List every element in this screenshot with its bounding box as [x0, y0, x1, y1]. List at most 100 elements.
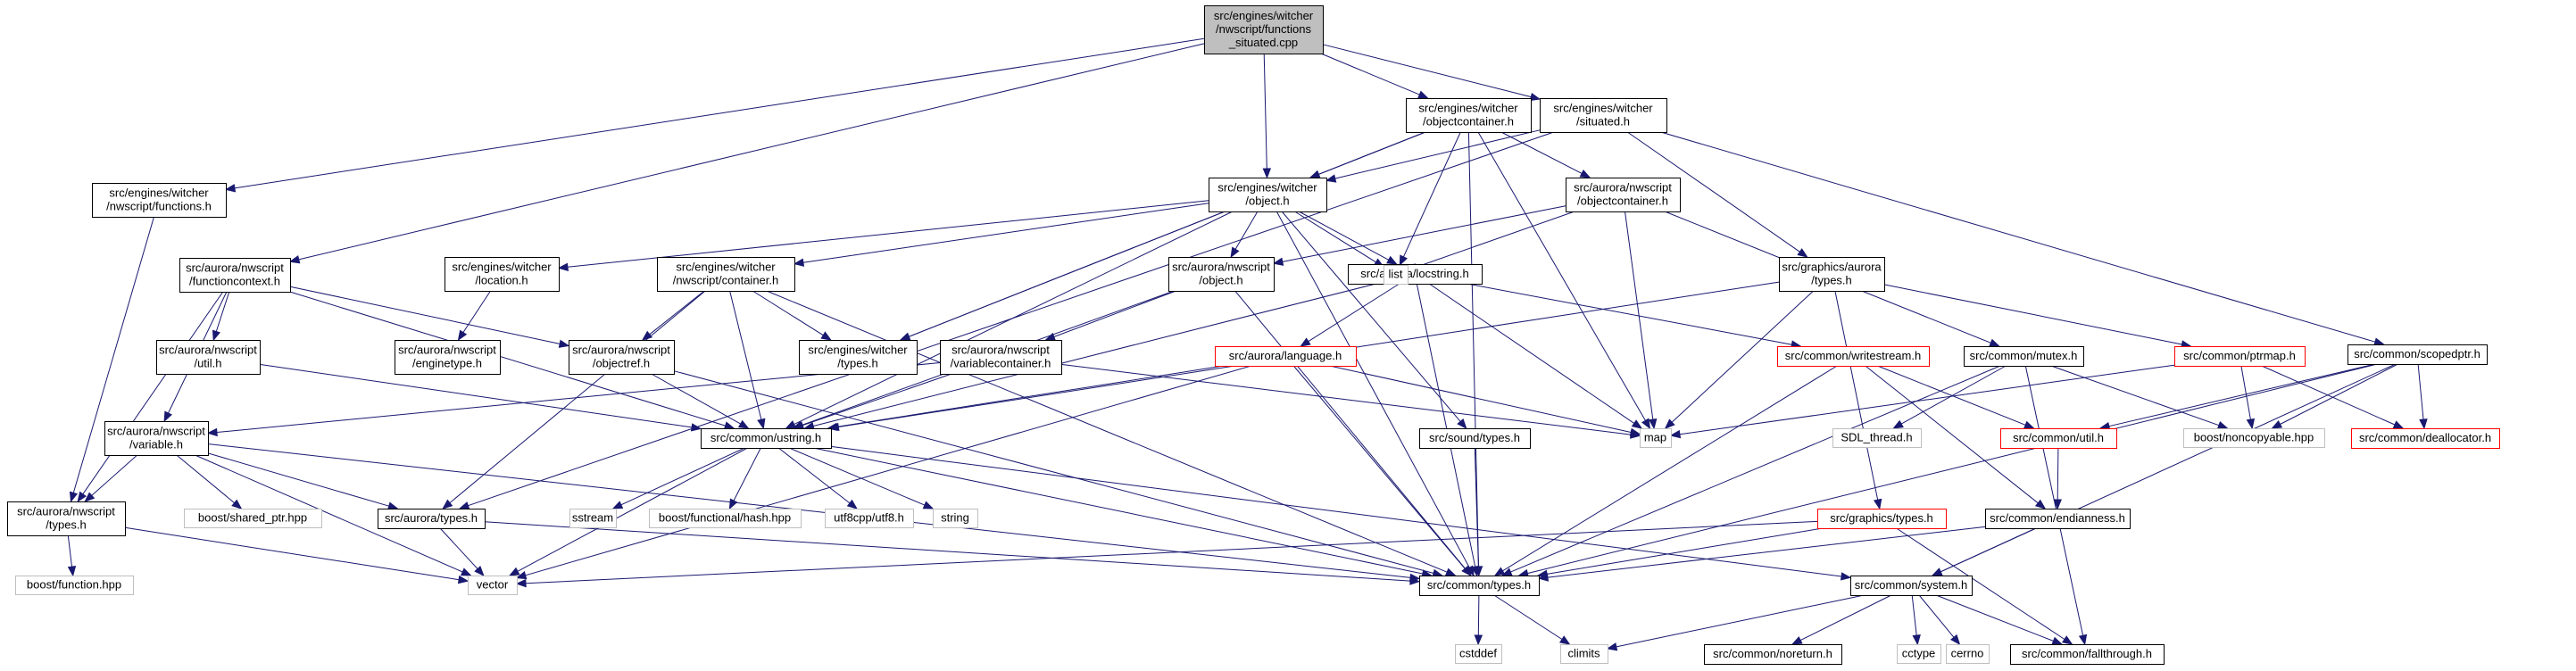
node-label: src/common/mutex.h [1970, 349, 2078, 362]
node-functioncontext[interactable]: src/aurora/nwscript/functioncontext.h [179, 258, 291, 293]
node-variable[interactable]: src/aurora/nwscript/variable.h [104, 421, 209, 456]
node-writestream[interactable]: src/common/writestream.h [1777, 346, 1930, 367]
node-soundtypes[interactable]: src/sound/types.h [1419, 428, 1531, 449]
node-scopedptr[interactable]: src/common/scopedptr.h [2347, 344, 2488, 365]
node-label: /objectcontainer.h [1577, 195, 1668, 208]
node-label: src/aurora/nwscript [398, 344, 496, 357]
node-label: src/common/util.h [2013, 431, 2104, 444]
node-ptrmap[interactable]: src/common/ptrmap.h [2174, 346, 2306, 367]
edge-locstring-to-map [1428, 283, 1643, 429]
node-label: src/engines/witcher [1217, 181, 1317, 195]
node-ustring[interactable]: src/common/ustring.h [701, 428, 832, 449]
node-situated[interactable]: src/engines/witcher/situated.h [1540, 98, 1667, 133]
node-nwobjectcontainer[interactable]: src/aurora/nwscript/objectcontainer.h [1566, 178, 1681, 212]
node-label: src/engines/witcher [109, 186, 209, 200]
node-label: /location.h [475, 274, 528, 287]
node-nwobject[interactable]: src/aurora/nwscript/object.h [1168, 257, 1275, 292]
node-label: map [1644, 431, 1666, 444]
node-box [1204, 5, 1324, 54]
node-noreturn[interactable]: src/common/noreturn.h [1704, 644, 1842, 665]
node-label: /enginetype.h [412, 357, 482, 370]
node-sstream: sstream [569, 509, 617, 528]
edge-util-to-endianness [2053, 447, 2062, 510]
node-label: /objectref.h [593, 357, 650, 370]
edge-varcontainer-to-map [1060, 363, 1641, 439]
node-label: list [1389, 268, 1403, 281]
node-box [156, 340, 261, 375]
node-gatypes[interactable]: src/graphics/aurora/types.h [1779, 257, 1885, 292]
node-util[interactable]: src/common/util.h [2000, 428, 2117, 449]
node-nwutil[interactable]: src/aurora/nwscript/util.h [156, 340, 261, 375]
node-label: boost/functional/hash.hpp [659, 511, 791, 525]
edge-object-to-nwobject [1230, 211, 1259, 259]
node-nwtypes[interactable]: src/aurora/nwscript/types.h [7, 501, 126, 536]
node-objectcontainer[interactable]: src/engines/witcher/objectcontainer.h [1406, 98, 1532, 133]
node-system[interactable]: src/common/system.h [1850, 576, 1973, 596]
node-label: sstream [572, 511, 613, 525]
edge-writestream-to-endianness [1865, 365, 2047, 509]
node-box [1209, 178, 1327, 212]
node-label: /situated.h [1576, 115, 1630, 128]
edge-ptrmap-to-noncopyable [2240, 365, 2256, 430]
edge-ustring-to-vector [508, 447, 748, 576]
node-enginetype[interactable]: src/aurora/nwscript/enginetype.h [395, 340, 501, 375]
node-box [701, 428, 832, 449]
edge-situated-to-auroratypes [458, 131, 1554, 510]
node-container[interactable]: src/engines/witcher/nwscript/container.h [657, 257, 795, 292]
edge-system-to-cctype [1911, 594, 1921, 646]
node-objectref[interactable]: src/aurora/nwscript/objectref.h [569, 340, 675, 375]
node-box [184, 509, 322, 528]
node-label: string [941, 511, 969, 525]
node-deallocator[interactable]: src/common/deallocator.h [2351, 428, 2500, 449]
node-location[interactable]: src/engines/witcher/location.h [445, 257, 560, 292]
nodes-layer: src/engines/witcher/nwscript/functions_s… [7, 5, 2500, 665]
edge-auroratypes-to-ctypes [484, 521, 1421, 585]
node-box [1964, 346, 2084, 367]
node-box [1985, 509, 2131, 529]
node-box [179, 258, 291, 293]
node-ctypes[interactable]: src/common/types.h [1419, 576, 1540, 596]
edge-objectcontainer-to-map [1477, 131, 1651, 430]
node-label: src/common/writestream.h [1785, 349, 1921, 362]
edge-language-to-vector [515, 365, 1252, 580]
node-box [1384, 265, 1408, 285]
node-box [1560, 644, 1608, 664]
edge-variable-to-vector [195, 454, 472, 576]
node-label: boost/shared_ptr.hpp [198, 511, 307, 525]
node-label: _situated.cpp [1228, 36, 1298, 49]
node-label: src/engines/witcher [1214, 9, 1314, 22]
edge-functioncontext-to-objectref [289, 286, 570, 348]
edge-objectcontainer-to-list [1399, 131, 1461, 267]
edge-object-to-container [793, 203, 1209, 267]
node-gtypes[interactable]: src/graphics/types.h [1817, 509, 1947, 529]
node-locstring[interactable]: src/aurora/locstring.h [1348, 264, 1483, 285]
edge-container-to-ctypes [766, 290, 1457, 576]
edge-language-to-map [1329, 365, 1641, 437]
node-language[interactable]: src/aurora/language.h [1215, 346, 1357, 367]
node-box [1455, 644, 1502, 664]
node-endianness[interactable]: src/common/endianness.h [1985, 509, 2131, 529]
node-box [1640, 428, 1672, 448]
node-auroratypes[interactable]: src/aurora/types.h [378, 509, 486, 529]
edge-locstring-to-language [1300, 283, 1400, 347]
node-box [649, 509, 802, 528]
node-object[interactable]: src/engines/witcher/object.h [1209, 178, 1327, 212]
node-mutex[interactable]: src/common/mutex.h [1964, 346, 2084, 367]
node-box [395, 340, 501, 375]
node-box [1704, 644, 1842, 665]
node-root[interactable]: src/engines/witcher/nwscript/functions_s… [1204, 5, 1324, 54]
node-box [445, 257, 560, 292]
node-cerrno: cerrno [1946, 644, 1990, 664]
node-box [1168, 257, 1275, 292]
node-label: /objectcontainer.h [1423, 115, 1514, 128]
node-box [1419, 428, 1531, 449]
node-box [2000, 428, 2117, 449]
node-label: /variable.h [129, 438, 183, 451]
node-wtypes[interactable]: src/engines/witcher/types.h [799, 340, 918, 375]
node-varcontainer[interactable]: src/aurora/nwscript/variablecontainer.h [940, 340, 1062, 375]
node-box [2347, 344, 2488, 365]
node-fallthrough[interactable]: src/common/fallthrough.h [2010, 644, 2165, 665]
edge-gatypes-to-gtypes [1834, 290, 1882, 510]
node-functions[interactable]: src/engines/witcher/nwscript/functions.h [92, 183, 227, 218]
edge-writestream-to-util [1877, 365, 2035, 429]
